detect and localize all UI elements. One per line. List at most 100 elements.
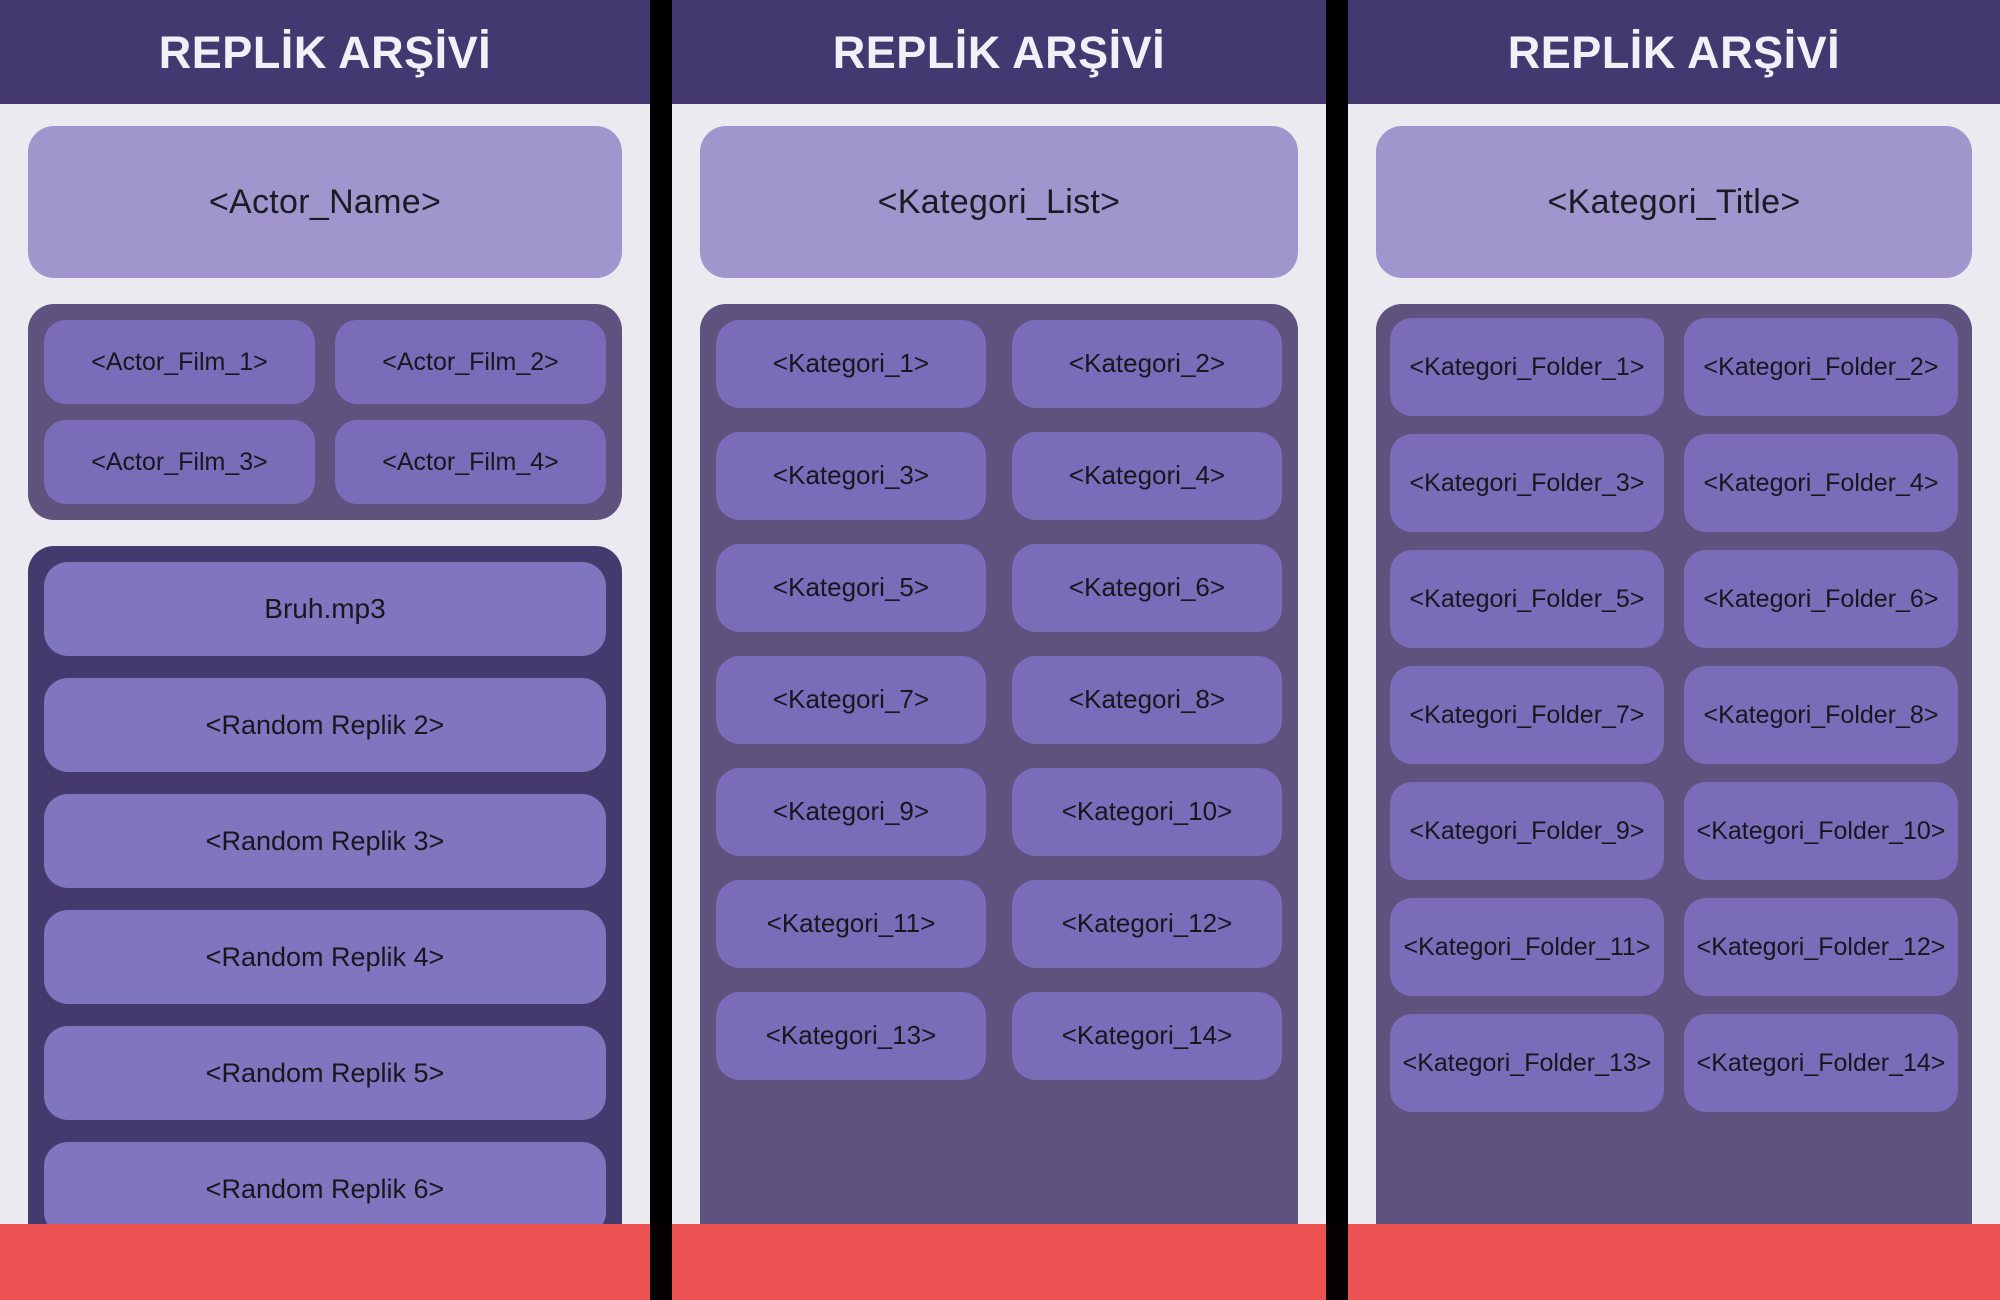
kategori-folder-label: <Kategori_Folder_11> xyxy=(1403,933,1651,961)
kategori-folder-button[interactable]: <Kategori_Folder_8> xyxy=(1684,666,1958,764)
kategori-grid: <Kategori_1> <Kategori_2> <Kategori_3> <… xyxy=(716,320,1282,1080)
kategori-folder-label: <Kategori_Folder_1> xyxy=(1409,353,1645,381)
kategori-label: <Kategori_6> xyxy=(1068,572,1226,603)
kategori-button[interactable]: <Kategori_14> xyxy=(1012,992,1282,1080)
kategori-list-pill: <Kategori_List> xyxy=(700,126,1298,278)
kategori-button[interactable]: <Kategori_3> xyxy=(716,432,986,520)
actor-film-label: <Actor_Film_4> xyxy=(382,447,559,476)
replik-label: <Random Replik 4> xyxy=(205,941,445,972)
kategori-label: <Kategori_7> xyxy=(772,684,930,715)
kategori-button[interactable]: <Kategori_7> xyxy=(716,656,986,744)
kategori-folder-button[interactable]: <Kategori_Folder_4> xyxy=(1684,434,1958,532)
kategori-folder-label: <Kategori_Folder_2> xyxy=(1703,353,1939,381)
divider-notch xyxy=(1326,1224,1348,1300)
kategori-button[interactable]: <Kategori_2> xyxy=(1012,320,1282,408)
actor-film-label: <Actor_Film_3> xyxy=(91,447,268,476)
appbar-category-list: REPLİK ARŞİVİ xyxy=(672,0,1326,104)
panel-body-category-list: <Kategori_List> <Kategori_1> <Kategori_2… xyxy=(672,104,1326,1300)
kategori-label: <Kategori_3> xyxy=(772,460,930,491)
kategori-folder-label: <Kategori_Folder_12> xyxy=(1696,933,1946,961)
replik-label: <Random Replik 6> xyxy=(205,1173,445,1204)
actor-film-button[interactable]: <Actor_Film_3> xyxy=(44,420,315,504)
kategori-folder-grid: <Kategori_Folder_1> <Kategori_Folder_2> … xyxy=(1390,318,1958,1112)
kategori-button[interactable]: <Kategori_9> xyxy=(716,768,986,856)
replik-list-container[interactable]: Bruh.mp3 <Random Replik 2> <Random Repli… xyxy=(28,546,622,1300)
bottom-red-bar xyxy=(0,1224,2000,1300)
kategori-button[interactable]: <Kategori_11> xyxy=(716,880,986,968)
kategori-folder-button[interactable]: <Kategori_Folder_14> xyxy=(1684,1014,1958,1112)
actor-film-button[interactable]: <Actor_Film_1> xyxy=(44,320,315,404)
kategori-label: <Kategori_9> xyxy=(772,796,930,827)
replik-label: <Random Replik 3> xyxy=(205,825,445,856)
actor-name-label: <Actor_Name> xyxy=(208,182,442,221)
panel-category-folder-screen: REPLİK ARŞİVİ <Kategori_Title> <Kategori… xyxy=(1348,0,2000,1300)
kategori-title-label: <Kategori_Title> xyxy=(1547,182,1801,221)
kategori-label: <Kategori_14> xyxy=(1061,1020,1233,1051)
kategori-folder-button[interactable]: <Kategori_Folder_7> xyxy=(1390,666,1664,764)
kategori-button[interactable]: <Kategori_13> xyxy=(716,992,986,1080)
kategori-label: <Kategori_2> xyxy=(1068,348,1226,379)
kategori-folder-button[interactable]: <Kategori_Folder_11> xyxy=(1390,898,1664,996)
replik-list-item[interactable]: Bruh.mp3 xyxy=(44,562,606,656)
kategori-folder-button[interactable]: <Kategori_Folder_3> xyxy=(1390,434,1664,532)
panel-body-category-folder: <Kategori_Title> <Kategori_Folder_1> <Ka… xyxy=(1348,104,2000,1300)
kategori-label: <Kategori_8> xyxy=(1068,684,1226,715)
actor-film-button[interactable]: <Actor_Film_4> xyxy=(335,420,606,504)
replik-list-item[interactable]: <Random Replik 6> xyxy=(44,1142,606,1236)
replik-list-item[interactable]: <Random Replik 3> xyxy=(44,794,606,888)
kategori-folder-label: <Kategori_Folder_13> xyxy=(1402,1049,1652,1077)
replik-label: <Random Replik 5> xyxy=(205,1057,445,1088)
kategori-folder-grid-container[interactable]: <Kategori_Folder_1> <Kategori_Folder_2> … xyxy=(1376,304,1972,1300)
divider-notch xyxy=(650,1224,672,1300)
appbar-title: REPLİK ARŞİVİ xyxy=(1507,26,1841,78)
kategori-folder-label: <Kategori_Folder_14> xyxy=(1696,1049,1946,1077)
kategori-folder-button[interactable]: <Kategori_Folder_2> xyxy=(1684,318,1958,416)
panel-category-list-screen: REPLİK ARŞİVİ <Kategori_List> <Kategori_… xyxy=(672,0,1326,1300)
replik-label: <Random Replik 2> xyxy=(205,709,445,740)
kategori-folder-label: <Kategori_Folder_3> xyxy=(1409,469,1645,497)
panel-divider xyxy=(650,0,672,1300)
kategori-folder-button[interactable]: <Kategori_Folder_12> xyxy=(1684,898,1958,996)
kategori-folder-button[interactable]: <Kategori_Folder_9> xyxy=(1390,782,1664,880)
kategori-label: <Kategori_1> xyxy=(772,348,930,379)
kategori-label: <Kategori_4> xyxy=(1068,460,1226,491)
kategori-folder-button[interactable]: <Kategori_Folder_5> xyxy=(1390,550,1664,648)
kategori-folder-label: <Kategori_Folder_5> xyxy=(1409,585,1645,613)
kategori-folder-label: <Kategori_Folder_9> xyxy=(1409,817,1645,845)
actor-name-pill: <Actor_Name> xyxy=(28,126,622,278)
kategori-folder-button[interactable]: <Kategori_Folder_6> xyxy=(1684,550,1958,648)
actor-films-grid: <Actor_Film_1> <Actor_Film_2> <Actor_Fil… xyxy=(44,320,606,504)
kategori-folder-button[interactable]: <Kategori_Folder_1> xyxy=(1390,318,1664,416)
panel-body-actor: <Actor_Name> <Actor_Film_1> <Actor_Film_… xyxy=(0,104,650,1300)
kategori-label: <Kategori_13> xyxy=(765,1020,937,1051)
actor-films-container: <Actor_Film_1> <Actor_Film_2> <Actor_Fil… xyxy=(28,304,622,520)
kategori-label: <Kategori_10> xyxy=(1061,796,1233,827)
kategori-label: <Kategori_11> xyxy=(766,908,936,939)
panel-divider xyxy=(1326,0,1348,1300)
actor-film-button[interactable]: <Actor_Film_2> xyxy=(335,320,606,404)
kategori-label: <Kategori_12> xyxy=(1061,908,1233,939)
kategori-folder-button[interactable]: <Kategori_Folder_10> xyxy=(1684,782,1958,880)
kategori-button[interactable]: <Kategori_12> xyxy=(1012,880,1282,968)
kategori-list-label: <Kategori_List> xyxy=(877,182,1121,221)
kategori-grid-container[interactable]: <Kategori_1> <Kategori_2> <Kategori_3> <… xyxy=(700,304,1298,1300)
kategori-button[interactable]: <Kategori_5> xyxy=(716,544,986,632)
kategori-button[interactable]: <Kategori_6> xyxy=(1012,544,1282,632)
kategori-button[interactable]: <Kategori_10> xyxy=(1012,768,1282,856)
kategori-folder-label: <Kategori_Folder_7> xyxy=(1409,701,1645,729)
kategori-folder-button[interactable]: <Kategori_Folder_13> xyxy=(1390,1014,1664,1112)
actor-film-label: <Actor_Film_2> xyxy=(382,347,559,376)
replik-list-item[interactable]: <Random Replik 4> xyxy=(44,910,606,1004)
replik-list-item[interactable]: <Random Replik 2> xyxy=(44,678,606,772)
kategori-folder-label: <Kategori_Folder_8> xyxy=(1703,701,1939,729)
panel-actor-screen: REPLİK ARŞİVİ <Actor_Name> <Actor_Film_1… xyxy=(0,0,650,1300)
kategori-folder-label: <Kategori_Folder_10> xyxy=(1696,817,1946,845)
kategori-button[interactable]: <Kategori_4> xyxy=(1012,432,1282,520)
appbar-category-folder: REPLİK ARŞİVİ xyxy=(1348,0,2000,104)
appbar-title: REPLİK ARŞİVİ xyxy=(832,26,1166,78)
replik-list-item[interactable]: <Random Replik 5> xyxy=(44,1026,606,1120)
kategori-button[interactable]: <Kategori_8> xyxy=(1012,656,1282,744)
kategori-title-pill: <Kategori_Title> xyxy=(1376,126,1972,278)
kategori-button[interactable]: <Kategori_1> xyxy=(716,320,986,408)
